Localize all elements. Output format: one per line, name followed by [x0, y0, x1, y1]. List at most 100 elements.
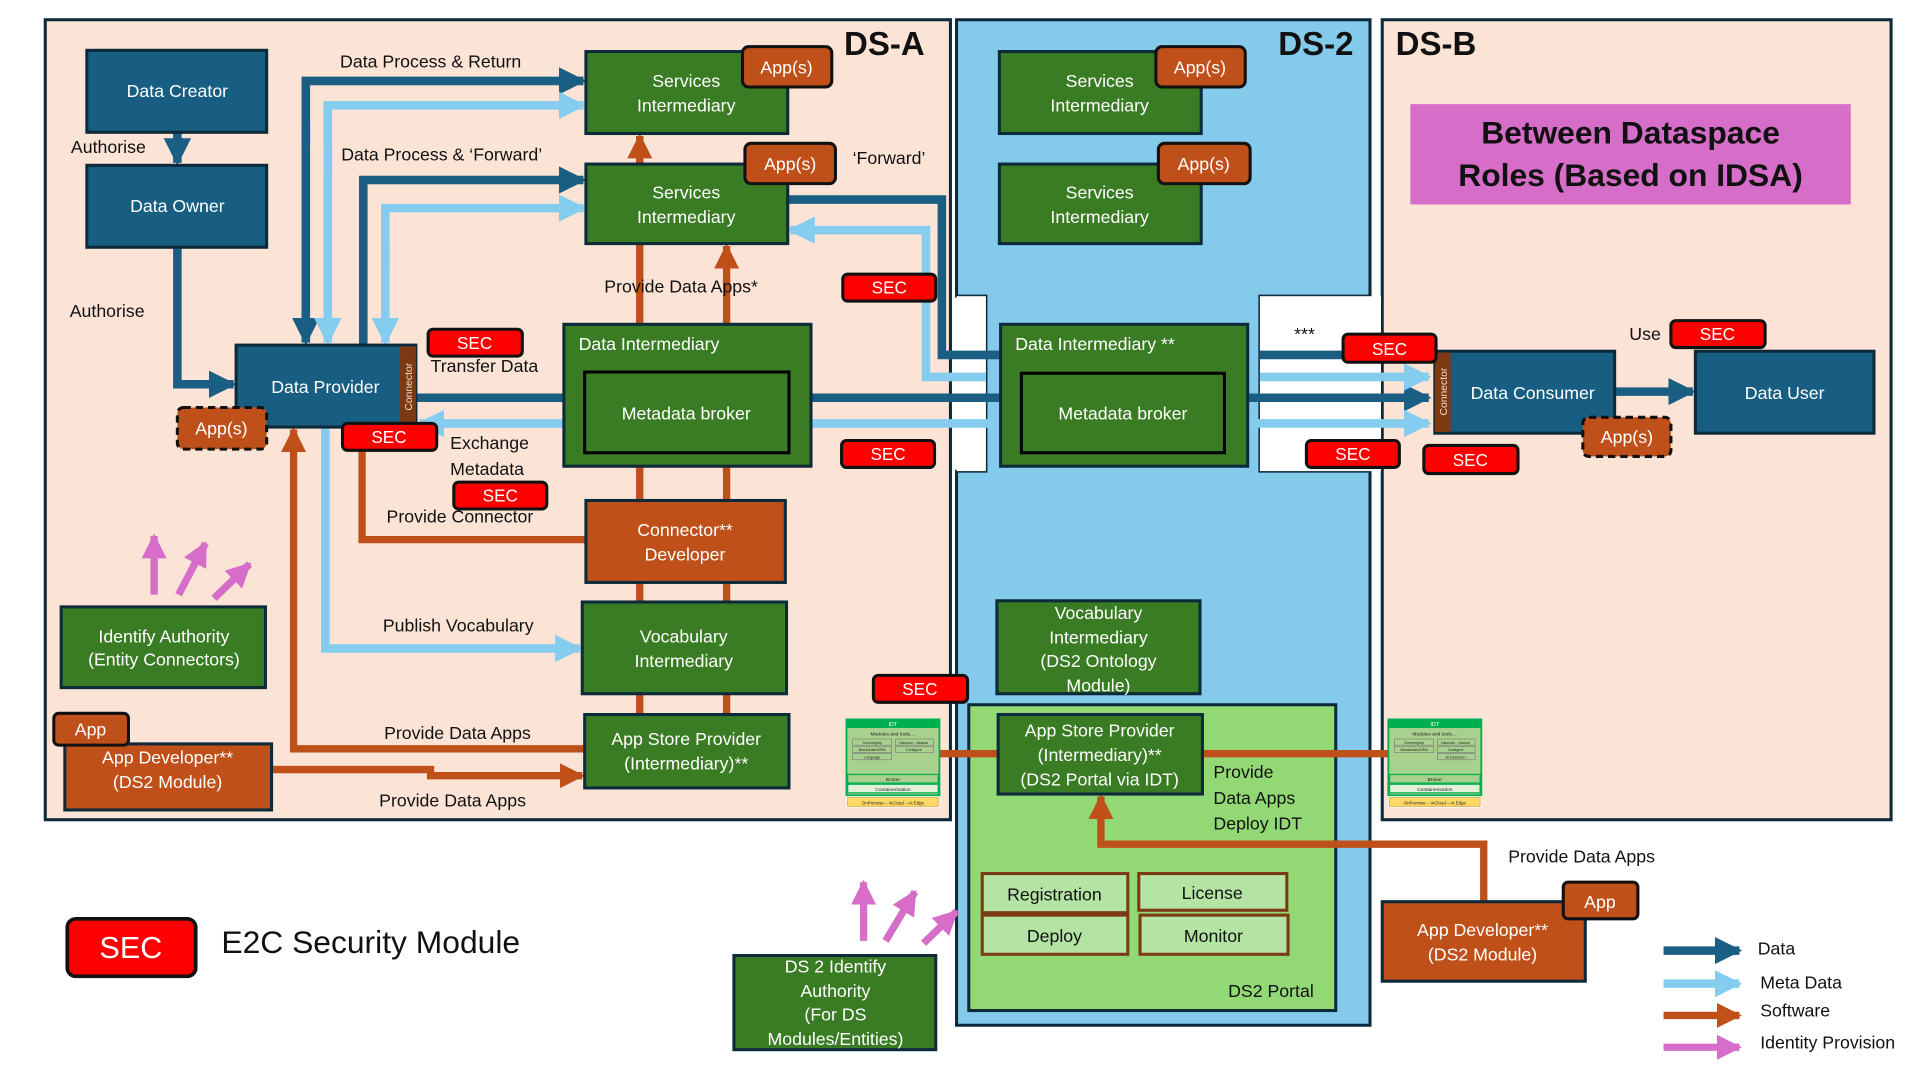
label-provide-deploy: Deploy IDT — [1213, 814, 1302, 834]
data-user-label: Data User — [1745, 383, 1825, 403]
data-provider-label: Data Provider — [271, 377, 379, 397]
label-exchange-metadata: Metadata — [450, 459, 524, 479]
vocabulary-intermediary-a: Vocabulary Intermediary — [580, 600, 789, 696]
label-provide-deploy: Provide — [1213, 762, 1273, 782]
ds-2-label: DS-2 — [1278, 25, 1353, 62]
idt-item: Language — [864, 756, 880, 760]
box-label: Identify Authority — [98, 626, 229, 646]
box-label: Data Intermediary — [579, 334, 720, 354]
arrow-appdev-ds2-appstore — [1088, 793, 1488, 902]
data-user: Data User — [1693, 349, 1876, 435]
connector-label: Connector — [1439, 367, 1450, 415]
box-label: Intermediary — [1049, 628, 1148, 648]
idt-deployment: OnPremise – InCloud – At Edge — [1404, 800, 1467, 805]
legend-item-software: Software — [1760, 1001, 1830, 1021]
box-label: Connector** — [637, 520, 733, 540]
apps-label: App(s) — [764, 154, 816, 174]
box-label: (Entity Connectors) — [88, 650, 240, 670]
data-intermediary-ds2: Data Intermediary ** Metadata broker — [999, 322, 1250, 468]
sec-badge: SEC — [1669, 319, 1767, 350]
title-box — [1410, 104, 1851, 205]
box-label: Intermediary — [1050, 207, 1149, 227]
label-authorise: Authorise — [70, 301, 145, 321]
module-label: Registration — [1007, 884, 1102, 904]
box-label: Vocabulary — [1055, 603, 1143, 623]
identify-authority-a: Identify Authority (Entity Connectors) — [59, 605, 267, 690]
box-label: (Intermediary)** — [1038, 745, 1162, 765]
svg-text:SEC: SEC — [1453, 451, 1488, 470]
idt-item: Blockchain/DRM — [859, 748, 886, 752]
box-label: Intermediary — [635, 651, 734, 671]
connector-strip — [1434, 352, 1451, 432]
data-intermediary-a: Data Intermediary Metadata broker — [562, 322, 813, 468]
label-provide-deploy: Data Apps — [1213, 788, 1295, 808]
box-label: Developer — [645, 544, 726, 564]
portal-module-license: License — [1137, 872, 1289, 912]
svg-text:SEC: SEC — [1700, 325, 1735, 344]
box-label: App Store Provider — [1025, 721, 1175, 741]
box-label: (DS2 Module) — [113, 772, 222, 792]
app-store-provider-a: App Store Provider (Intermediary)** — [583, 713, 791, 790]
app-label: App — [75, 719, 107, 739]
identity-arrow — [882, 889, 919, 943]
services-intermediary-a2: Services Intermediary App(s) — [584, 141, 837, 246]
box-label: Services — [652, 182, 720, 202]
sec-legend-description: E2C Security Module — [221, 924, 520, 960]
box-label: App Store Provider — [611, 729, 761, 749]
connector-developer: Connector** Developer — [584, 498, 787, 584]
box-label: Services — [652, 71, 720, 91]
apps-label: App(s) — [195, 418, 247, 438]
app-label: App — [1584, 892, 1616, 912]
svg-text:SEC: SEC — [1335, 445, 1370, 464]
svg-text:SEC: SEC — [1372, 340, 1407, 359]
arrow-authorise-owner-provider — [173, 247, 237, 398]
label-provide-data-apps: Provide Data Apps — [379, 790, 526, 810]
idt-modules: Modules and tools.... — [870, 731, 915, 737]
idt-thumbnail-right: IDT Modules and tools.... Sovereignty Bl… — [1387, 718, 1483, 808]
app-developer-b: App Developer** (DS2 Module) App — [1380, 880, 1640, 983]
idt-broker: Broker — [886, 777, 901, 783]
app-store-provider-ds2: App Store Provider (Intermediary)** (DS2… — [996, 713, 1204, 796]
data-creator: Data Creator — [85, 48, 269, 134]
provider-apps-badge: App(s) — [175, 405, 269, 451]
sec-badge: SEC — [871, 673, 970, 704]
box-label: Intermediary — [1050, 95, 1149, 115]
arrow-forward-data — [787, 195, 1001, 360]
label-provide-data-apps: Provide Data Apps — [384, 723, 531, 743]
identity-arrow — [920, 908, 960, 946]
idt-deployment: OnPremise – InCloud – At Edge — [862, 800, 925, 805]
identify-authority-ds2: DS 2 Identify Authority (For DS Modules/… — [732, 953, 938, 1052]
label-provide-data-apps-star: Provide Data Apps* — [604, 277, 758, 297]
data-consumer-label: Data Consumer — [1471, 383, 1595, 403]
label-exchange-metadata: Exchange — [450, 433, 529, 453]
sec-badge: SEC — [452, 480, 549, 511]
metadata-broker-label: Metadata broker — [1058, 404, 1187, 424]
idt-modules: Modules and tools.... — [1412, 731, 1457, 737]
data-consumer: Connector Data Consumer — [1433, 349, 1617, 435]
sec-legend-badge: SEC — [99, 931, 162, 965]
idt-thumbnail-left: IDT Modules and tools.... Sovereignty Bl… — [845, 718, 941, 808]
box-label: (Intermediary)** — [624, 754, 748, 774]
idt-item: Blockchain/DRM — [1401, 748, 1428, 752]
svg-text:SEC: SEC — [371, 428, 406, 447]
ds-a-label: DS-A — [844, 25, 925, 62]
apps-label: App(s) — [760, 58, 812, 78]
data-owner: Data Owner — [85, 163, 269, 249]
sec-badge: SEC — [1304, 439, 1401, 469]
sec-badge: SEC — [426, 327, 524, 358]
services-intermediary-a1: Services Intermediary App(s) — [584, 45, 834, 136]
box-label: (DS2 Ontology — [1040, 651, 1156, 671]
idt-item: Discover - Assess — [899, 741, 928, 745]
apps-label: App(s) — [1178, 154, 1230, 174]
label-triple-star: *** — [1294, 324, 1315, 344]
sec-badge: SEC — [840, 439, 937, 469]
sec-badge: SEC — [1341, 332, 1438, 364]
sec-badge: SEC — [1422, 443, 1520, 476]
box-label: (For DS — [804, 1004, 866, 1024]
svg-text:SEC: SEC — [902, 680, 937, 699]
idt-item: AI Detection — [1446, 756, 1466, 760]
arrow-meta-forward-back — [787, 216, 986, 382]
module-label: Monitor — [1184, 926, 1243, 946]
box-label: (DS2 Module) — [1428, 944, 1537, 964]
services-intermediary-ds2-1: Services Intermediary App(s) — [997, 45, 1247, 136]
